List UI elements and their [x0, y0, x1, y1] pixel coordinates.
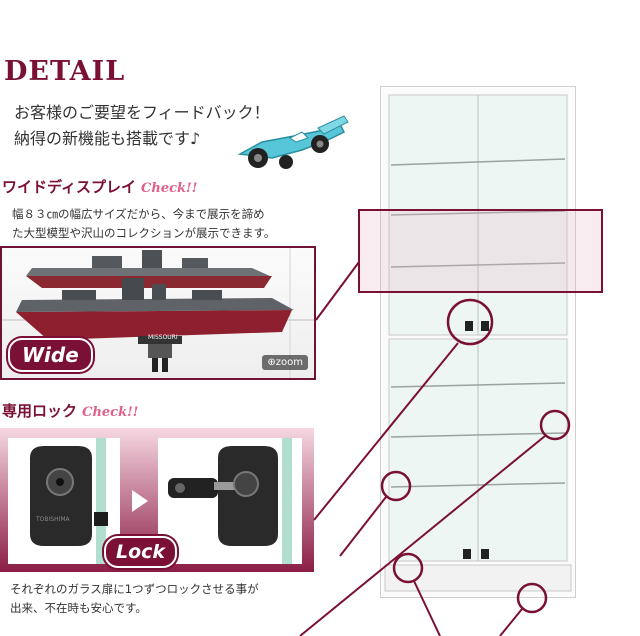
zoom-label: zoom — [275, 357, 303, 368]
wide-badge: Wide — [8, 338, 93, 372]
wide-display-title: ワイドディスプレイ — [2, 178, 136, 196]
lock-unlocked-image: TOBISHIMA — [8, 438, 120, 564]
model-plate-label: MISSOURI — [148, 334, 178, 341]
lock-badge: Lock — [104, 536, 178, 568]
wide-desc-line-1: 幅８３㎝の幅広サイズだから、今まで展示を諦め — [12, 207, 265, 221]
lock-desc-line-1: それぞれのガラス扉に1つずつロックさせる事が — [10, 582, 259, 596]
battleship-models-image — [2, 248, 314, 378]
display-cabinet-image — [380, 86, 576, 598]
lock-locked-image — [158, 438, 302, 564]
zoom-icon: ⊕ — [267, 357, 276, 368]
wide-display-photo: MISSOURI Wide ⊕zoom — [0, 246, 316, 380]
arrow-right-icon — [132, 490, 148, 512]
intro-text: お客様のご要望をフィードバック！ 納得の新機能も搭載です♪ — [14, 100, 270, 152]
wide-display-heading: ワイドディスプレイ Check!! — [2, 176, 197, 197]
lock-check-label: Check!! — [82, 405, 139, 420]
lock-desc-line-2: 出来、不在時も安心です。 — [10, 601, 147, 615]
lock-heading: 専用ロック Check!! — [2, 400, 139, 421]
page-title: DETAIL — [4, 56, 126, 87]
lock-brand-label: TOBISHIMA — [36, 516, 70, 523]
intro-line-2: 納得の新機能も搭載です♪ — [14, 129, 201, 148]
race-car-icon — [237, 115, 349, 169]
lock-title: 専用ロック — [2, 402, 78, 420]
lock-description: それぞれのガラス扉に1つずつロックさせる事が 出来、不在時も安心です。 — [10, 580, 259, 618]
zoom-button[interactable]: ⊕zoom — [262, 355, 308, 370]
wide-desc-line-2: た大型模型や沢山のコレクションが展示できます。 — [12, 226, 276, 240]
wide-description: 幅８３㎝の幅広サイズだから、今まで展示を諦め た大型模型や沢山のコレクションが展… — [12, 205, 275, 243]
intro-line-1: お客様のご要望をフィードバック！ — [14, 103, 270, 122]
wide-check-label: Check!! — [141, 181, 198, 196]
